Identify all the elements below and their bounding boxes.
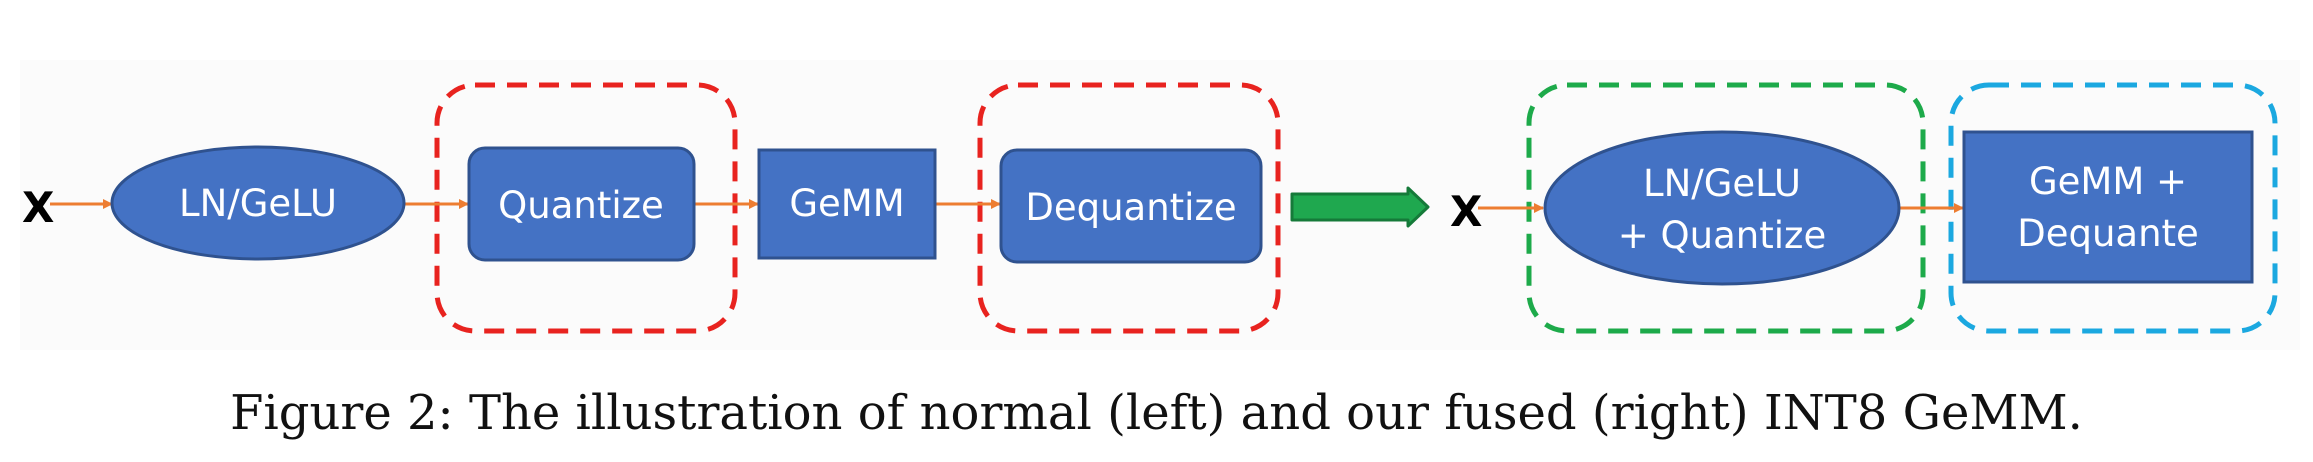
gemm-node <box>757 148 937 260</box>
fused-ln-gelu-label-line2: + Quantize <box>1618 214 1826 257</box>
gemm-label: GeMM <box>789 182 904 225</box>
fused-gemm-label-line1: GeMM + <box>2029 160 2187 203</box>
quantize-label: Quantize <box>498 184 664 227</box>
figure-caption: Figure 2: The illustration of normal (le… <box>230 385 2083 441</box>
ln-gelu-node <box>110 145 406 261</box>
quantize-group-border <box>434 82 738 334</box>
fused-input-x: X <box>1450 187 1482 236</box>
ln-gelu-label: LN/GeLU <box>179 182 337 225</box>
fused-gemm-label-line2: Dequante <box>2017 212 2199 255</box>
transition-arrow <box>1290 186 1430 228</box>
fused-ln-gelu-label-line1: LN/GeLU <box>1643 162 1801 205</box>
fused-gemm-dequante-node <box>1962 130 2254 284</box>
dequantize-label: Dequantize <box>1025 186 1236 229</box>
fused-ln-gelu-quantize-node <box>1543 130 1901 286</box>
dequantize-group-border <box>977 82 1281 334</box>
normal-input-x: X <box>22 183 54 232</box>
dequantize-node <box>999 148 1263 264</box>
quantize-node <box>467 146 696 262</box>
